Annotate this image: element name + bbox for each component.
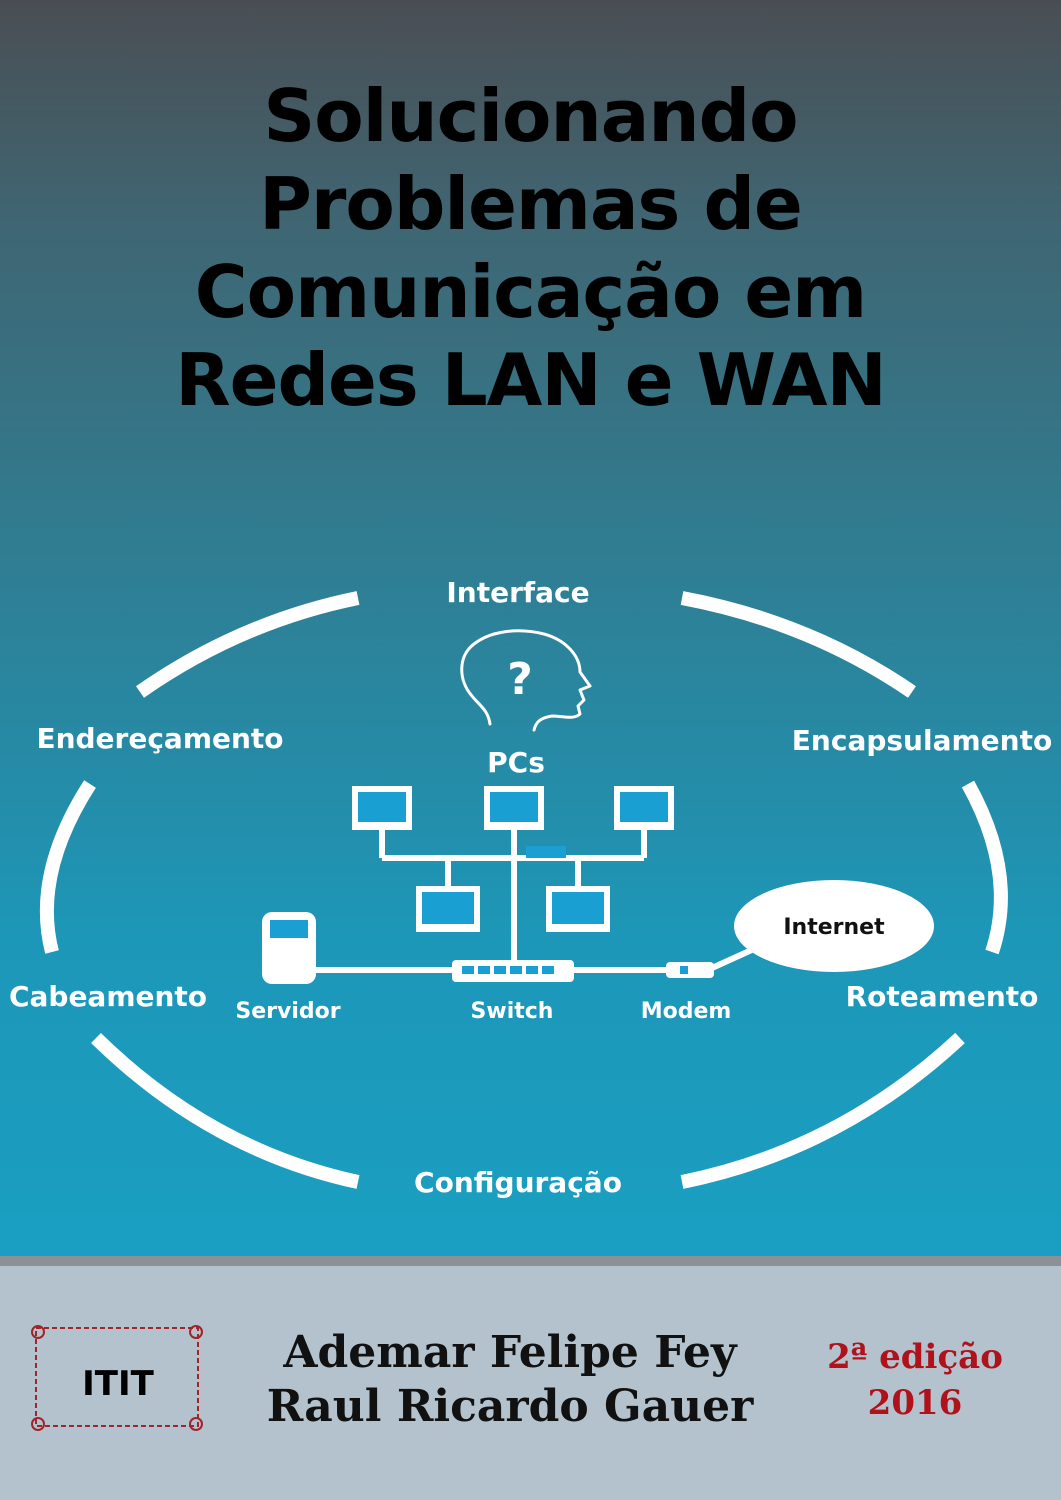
title-line-4: Redes LAN e WAN: [175, 338, 887, 422]
pc-monitor: [416, 886, 480, 932]
label-encapsulamento: Encapsulamento: [792, 724, 1052, 757]
book-title: Solucionando Problemas de Comunicação em…: [0, 72, 1061, 424]
pc-monitor: [546, 886, 610, 932]
ring-arc-top-left: [135, 591, 360, 698]
title-line-1: Solucionando: [263, 74, 798, 158]
publisher-scroll-logo: [31, 1325, 203, 1431]
title-line-2: Problemas de: [259, 162, 803, 246]
outer-ring: [39, 591, 1008, 1189]
publisher-name: ITIT: [82, 1364, 154, 1404]
label-roteamento: Roteamento: [846, 980, 1039, 1013]
label-modem: Modem: [641, 999, 732, 1024]
label-servidor: Servidor: [235, 999, 340, 1024]
label-pcs: PCs: [487, 746, 545, 779]
server-icon: [262, 912, 316, 984]
switch-icon: [452, 960, 574, 982]
modem-icon: [666, 962, 714, 978]
label-cabeamento: Cabeamento: [9, 980, 207, 1013]
author-2: Raul Ricardo Gauer: [266, 1381, 754, 1432]
ring-arc-top-right: [680, 591, 916, 698]
pc-monitor: [614, 786, 674, 830]
link-highlight: [526, 846, 566, 858]
label-switch: Switch: [471, 999, 554, 1024]
edition-year: 2016: [867, 1383, 963, 1423]
author-1: Ademar Felipe Fey: [283, 1327, 737, 1378]
cover-footer-area: [0, 1266, 1061, 1500]
edition-number: 2ª edição: [827, 1337, 1003, 1377]
ring-arc-left: [39, 780, 96, 954]
question-mark: ?: [507, 654, 533, 705]
network-links: [290, 828, 758, 973]
pc-monitor: [484, 786, 544, 830]
network-diagram: Interface Endereçamento Encapsulamento C…: [9, 576, 1052, 1199]
head-question-icon: ?: [460, 629, 592, 732]
label-internet: Internet: [783, 915, 885, 940]
internet-cloud: [734, 880, 934, 972]
cover-top-area: [0, 0, 1061, 1256]
title-line-3: Comunicação em: [194, 250, 867, 334]
cover-divider: [0, 1256, 1061, 1266]
authors: Ademar Felipe Fey Raul Ricardo Gauer: [240, 1326, 780, 1434]
edition-info: 2ª edição 2016: [790, 1334, 1040, 1426]
label-enderecamento: Endereçamento: [36, 722, 283, 755]
ring-arc-bottom-right: [680, 1032, 965, 1189]
label-configuracao: Configuração: [414, 1166, 622, 1199]
label-interface: Interface: [446, 576, 589, 609]
pc-monitor: [352, 786, 412, 830]
ring-arc-right: [961, 780, 1008, 955]
ring-arc-bottom-left: [91, 1033, 360, 1189]
